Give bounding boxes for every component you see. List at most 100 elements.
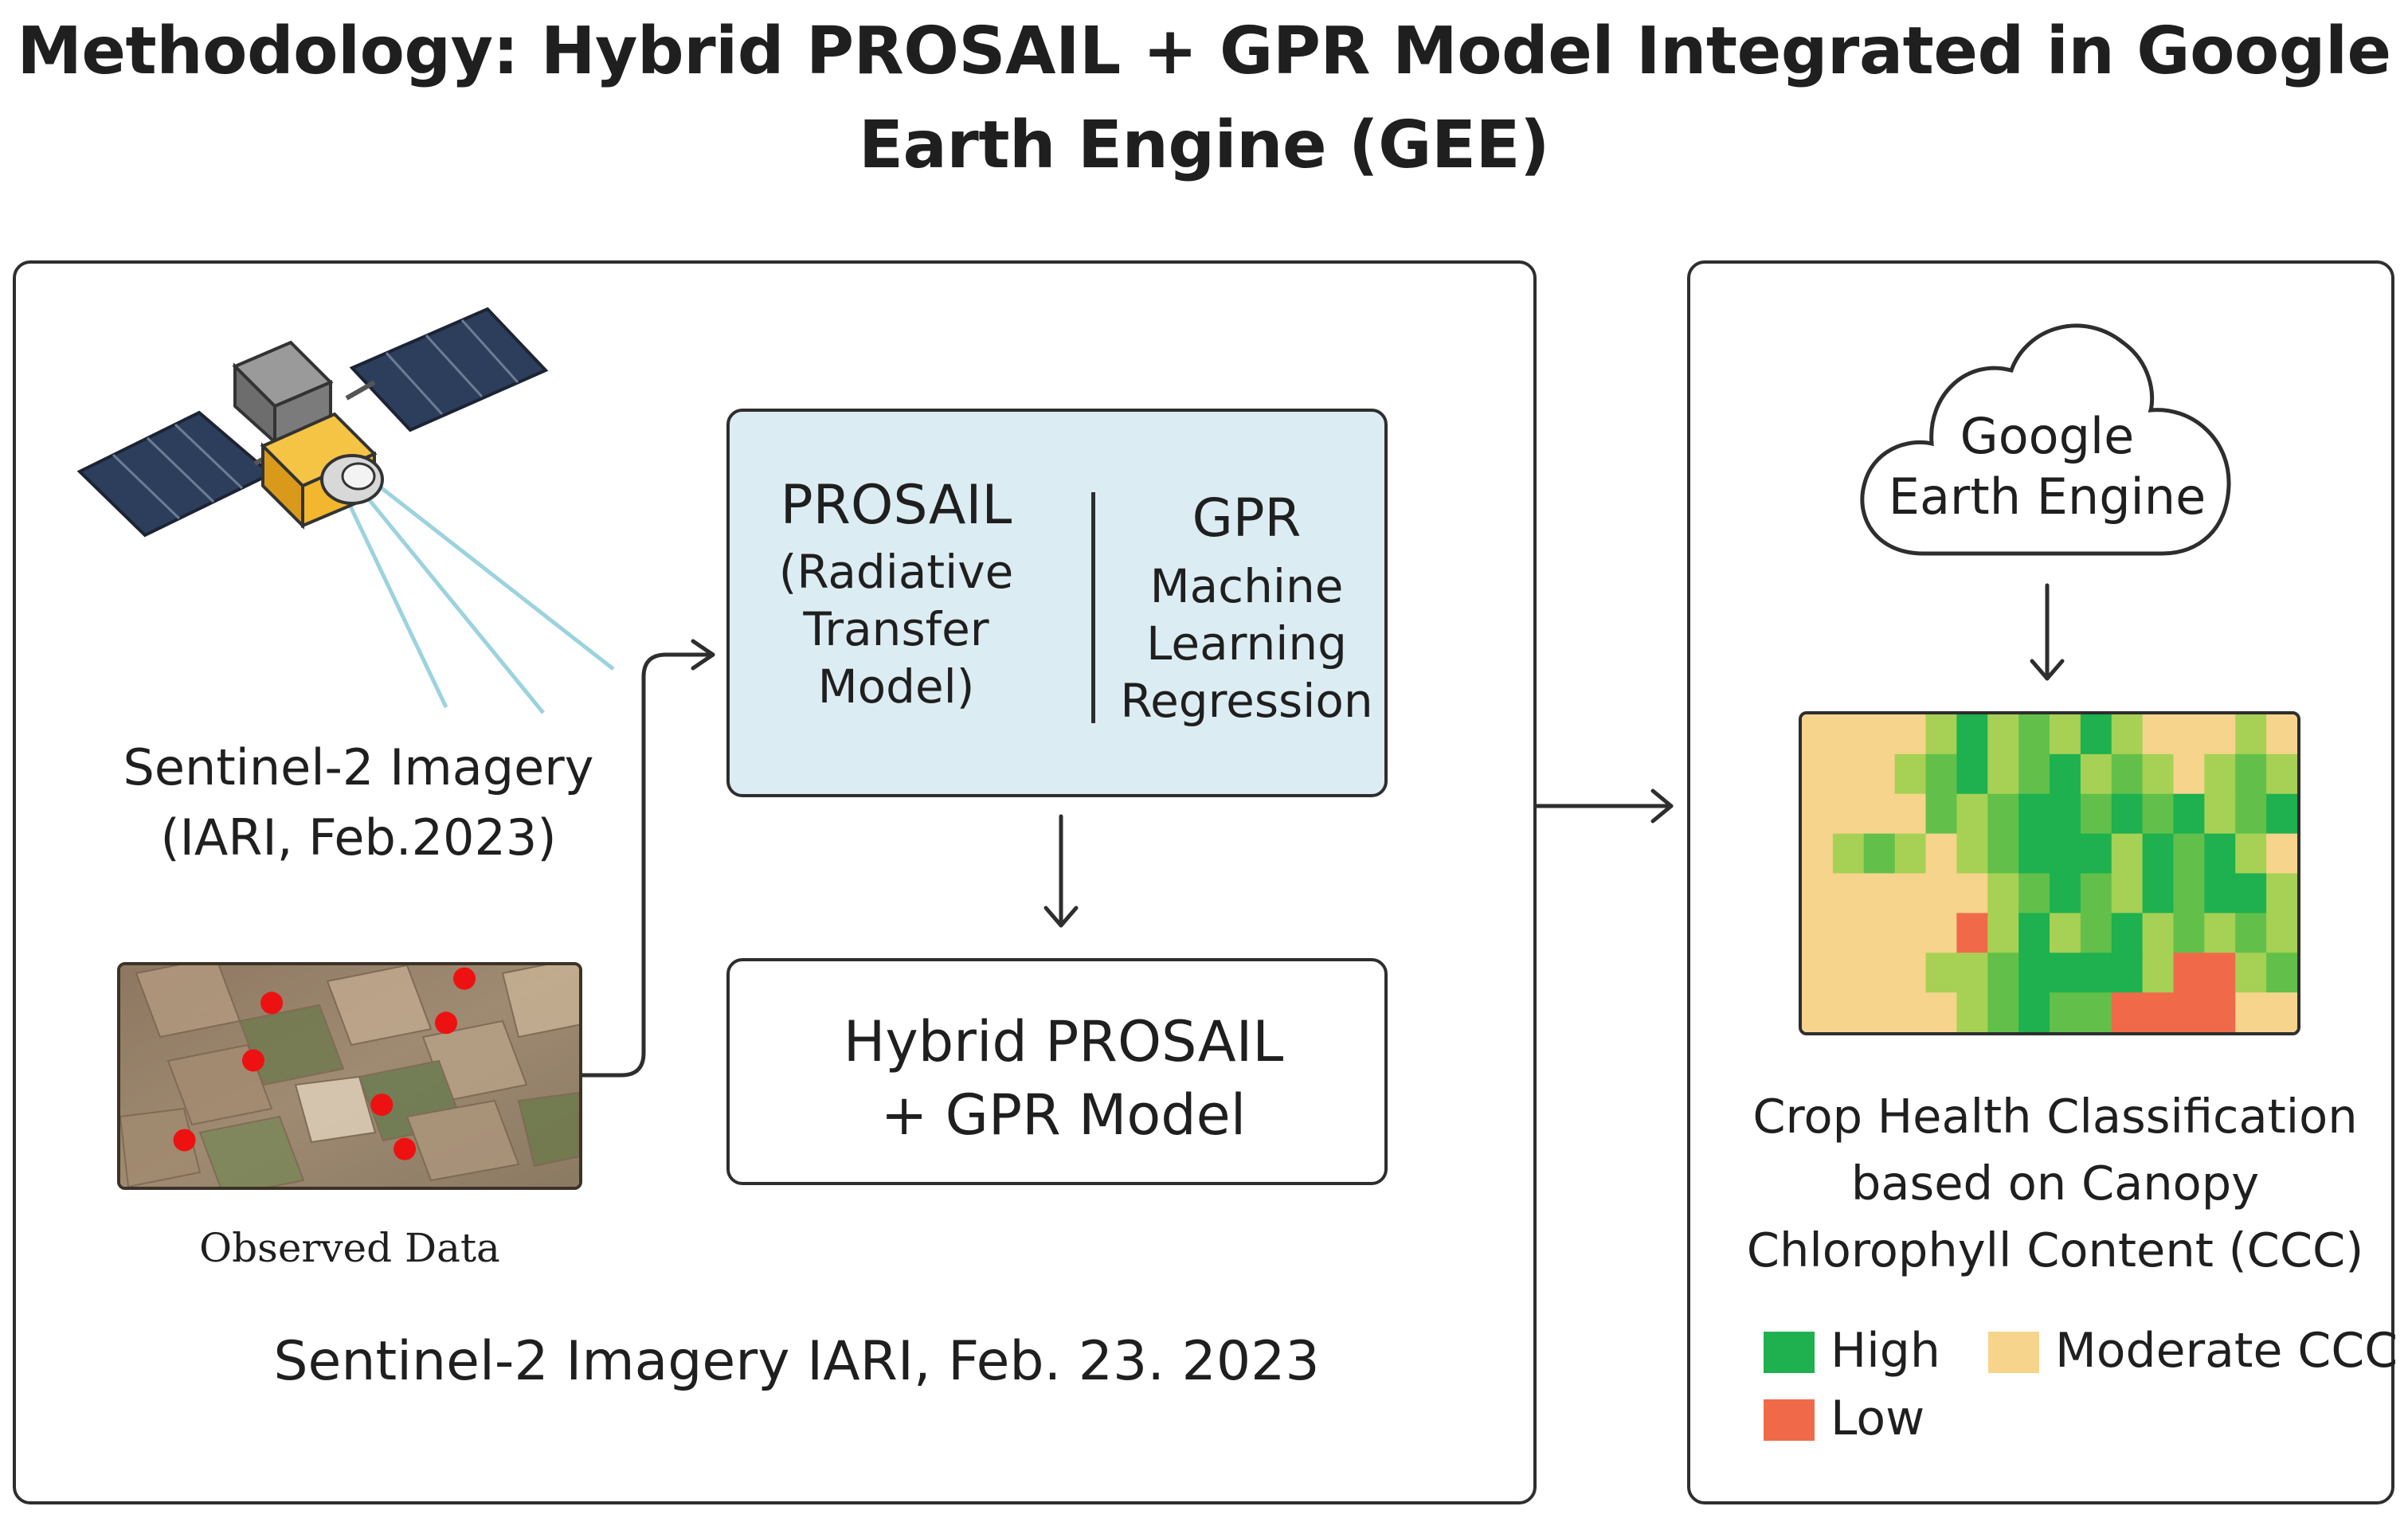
observed-data-caption: Observed Data	[199, 1225, 500, 1271]
ccc-caption-line-2: based on Canopy	[1850, 1156, 2260, 1211]
satellite-icon	[76, 307, 615, 714]
ccc-cell	[2173, 753, 2205, 795]
ccc-cell	[2173, 953, 2205, 993]
ccc-cell	[2018, 992, 2050, 1032]
ccc-cell	[2235, 714, 2267, 755]
ccc-cell	[2173, 992, 2205, 1032]
ccc-cell	[2080, 753, 2112, 795]
sentinel-imagery-caption: Sentinel-2 Imagery (IARI, Feb.2023)	[88, 733, 629, 873]
ccc-cell	[1894, 913, 1927, 953]
ccc-cell	[1832, 873, 1865, 914]
ccc-cell	[1832, 833, 1865, 874]
prosail-line-2: Transfer	[803, 602, 989, 656]
hybrid-model-box	[726, 958, 1388, 1185]
ccc-cell	[2235, 873, 2267, 914]
box-divider	[1091, 492, 1095, 723]
ccc-cell	[2266, 753, 2297, 795]
ccc-cell	[2050, 913, 2081, 953]
hybrid-line-2: + GPR Model	[880, 1082, 1247, 1148]
ccc-cell	[2111, 753, 2144, 795]
ccc-cell	[2018, 714, 2050, 755]
ccc-cell	[2050, 873, 2081, 914]
ccc-cell	[1802, 913, 1834, 953]
observation-point	[453, 967, 476, 990]
ccc-cell	[2018, 833, 2050, 874]
prosail-gpr-box	[726, 409, 1388, 797]
ccc-cell	[1987, 714, 2019, 755]
cloud-icon	[1860, 323, 2231, 556]
ccc-cell	[2080, 833, 2112, 874]
observation-point	[435, 1011, 457, 1035]
ccc-cell	[2018, 793, 2050, 835]
ccc-cell	[1802, 873, 1834, 914]
ccc-cell	[2142, 913, 2175, 953]
gpr-description: Machine Learning Regression	[1115, 558, 1378, 730]
ccc-cell	[1863, 913, 1896, 953]
ccc-cell	[2266, 992, 2297, 1032]
sentinel-caption-line-2: (IARI, Feb.2023)	[160, 808, 557, 867]
ccc-cell	[1987, 753, 2019, 795]
legend-high-swatch	[1764, 1332, 1815, 1373]
ccc-cell	[1802, 833, 1834, 874]
ccc-cell	[1894, 992, 1927, 1032]
ccc-cell	[1925, 953, 1957, 993]
ccc-cell	[2235, 833, 2267, 874]
ccc-cell	[2142, 873, 2175, 914]
ccc-cell	[2080, 714, 2112, 755]
title-line-1: Methodology: Hybrid PROSAIL + GPR Model …	[17, 14, 2391, 89]
ccc-cell	[2050, 714, 2081, 755]
ccc-cell	[2204, 992, 2236, 1032]
ccc-cell	[2266, 913, 2297, 953]
page-title: Methodology: Hybrid PROSAIL + GPR Model …	[0, 5, 2408, 193]
ccc-cell	[1894, 793, 1927, 835]
ccc-cell	[1956, 753, 1988, 795]
ccc-cell	[2018, 953, 2050, 993]
ccc-caption-line-1: Crop Health Classification	[1752, 1089, 2358, 1144]
ccc-cell	[1802, 793, 1834, 835]
ccc-cell	[2111, 793, 2144, 835]
legend-high-label: High	[1830, 1323, 1940, 1379]
ccc-cell	[2266, 714, 2297, 755]
ccc-cell	[2080, 873, 2112, 914]
title-line-2: Earth Engine (GEE)	[859, 108, 1549, 183]
gpr-heading: GPR	[1192, 487, 1302, 549]
ccc-cell	[1894, 833, 1927, 874]
ccc-cell	[2080, 913, 2112, 953]
ccc-cell	[1894, 953, 1927, 993]
ccc-cell	[2204, 833, 2236, 874]
ccc-cell	[1863, 793, 1896, 835]
ccc-cell	[2235, 793, 2267, 835]
ccc-cell	[2018, 753, 2050, 795]
ccc-cell	[1832, 992, 1865, 1032]
ccc-cell	[1863, 833, 1896, 874]
ccc-cell	[1956, 913, 1988, 953]
ccc-cell	[1832, 714, 1865, 755]
ccc-cell	[1802, 714, 1834, 755]
ccc-cell	[1925, 833, 1957, 874]
ccc-cell	[2050, 753, 2081, 795]
ccc-cell	[2080, 793, 2112, 835]
field-map	[120, 965, 579, 1187]
ccc-cell	[2111, 714, 2144, 755]
ccc-cell	[1956, 873, 1988, 914]
legend-low-swatch	[1764, 1399, 1815, 1441]
ccc-cell	[2050, 793, 2081, 835]
ccc-cell	[2235, 953, 2267, 993]
ccc-classification-map	[1799, 711, 2300, 1035]
ccc-cell	[2080, 953, 2112, 993]
ccc-cell	[1956, 793, 1988, 835]
ccc-cell	[1863, 753, 1896, 795]
ccc-cell	[2111, 833, 2144, 874]
ccc-cell	[1956, 833, 1988, 874]
ccc-cell	[1832, 913, 1865, 953]
prosail-line-1: (Radiative	[778, 545, 1014, 599]
ccc-cell	[2173, 913, 2205, 953]
ccc-cell	[2204, 793, 2236, 835]
cloud-line-2: Earth Engine	[1888, 468, 2206, 526]
ccc-cell	[1863, 992, 1896, 1032]
ccc-caption-line-3: Chlorophyll Content (CCC)	[1746, 1223, 2364, 1277]
ccc-cell	[1925, 992, 1957, 1032]
ccc-cell	[1832, 793, 1865, 835]
prosail-line-3: Model)	[817, 659, 975, 714]
ccc-cell	[1956, 953, 1988, 993]
